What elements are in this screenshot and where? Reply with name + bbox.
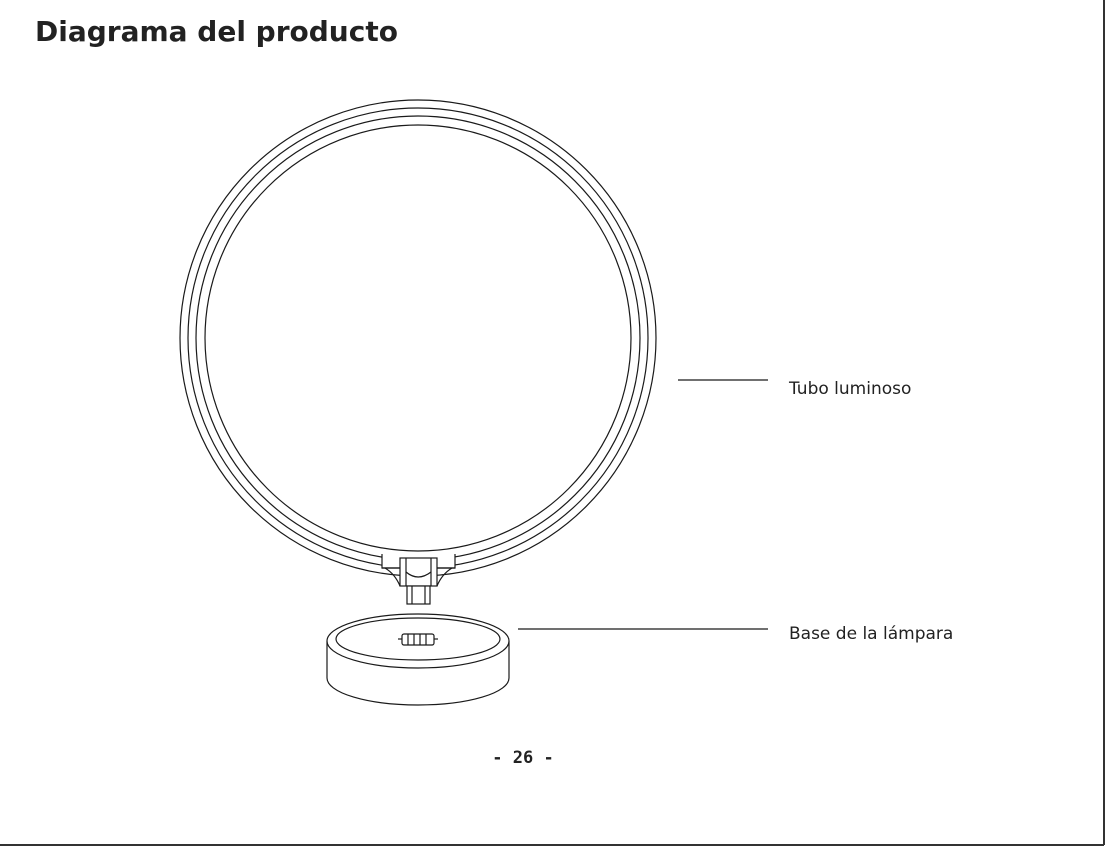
label-lamp-base: Base de la lámpara xyxy=(789,624,954,644)
page-title: Diagrama del producto xyxy=(35,15,398,48)
label-light-tube: Tubo luminoso xyxy=(789,379,912,399)
light-tube-ring xyxy=(179,99,657,577)
lamp-base xyxy=(326,613,510,706)
page-number: - 26 - xyxy=(492,748,554,768)
ring-connector xyxy=(381,554,456,605)
page-border-right xyxy=(1103,0,1105,845)
page-border-bottom xyxy=(0,844,1104,846)
